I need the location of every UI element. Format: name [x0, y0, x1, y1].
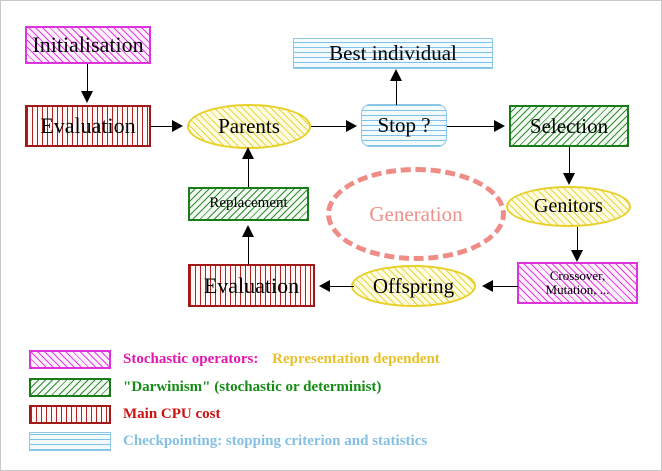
- node-evaluation-bottom: Evaluation: [188, 264, 315, 307]
- node-evaluation-bottom-label: Evaluation: [203, 272, 300, 298]
- legend-row-3: [29, 432, 111, 451]
- legend-label-cpu-cost: Main CPU cost: [123, 406, 221, 422]
- edge-replacement-to-parents: [248, 157, 249, 187]
- arrowhead-crossover-to-offspring: [482, 280, 493, 292]
- node-generation: Generation: [326, 167, 506, 261]
- edge-evaluation-to-parents: [151, 126, 175, 127]
- legend-label-representation: Representation dependent: [272, 351, 440, 367]
- node-generation-label: Generation: [369, 201, 463, 226]
- node-best-individual: Best individual: [293, 38, 493, 69]
- node-crossover-mutation: Crossover, Mutation, ...: [517, 262, 638, 304]
- legend-label-darwinism: "Darwinism" (stochastic or determinist): [123, 379, 382, 395]
- arrowhead-stop-to-selection: [494, 120, 505, 132]
- node-genitors-label: Genitors: [534, 195, 603, 217]
- node-replacement: Replacement: [188, 187, 309, 221]
- arrowhead-parents-to-stop: [346, 120, 357, 132]
- edge-parents-to-stop: [311, 126, 349, 127]
- legend-swatch-checkpointing: [29, 432, 111, 451]
- legend-label-stochastic-row: Stochastic operators: Representation dep…: [123, 351, 440, 368]
- node-crossover-label-line1: Crossover,: [549, 268, 606, 284]
- node-selection: Selection: [509, 105, 629, 147]
- arrowhead-selection-to-genitors: [563, 173, 575, 185]
- node-initialisation: Initialisation: [25, 26, 151, 64]
- legend-label-stochastic: Stochastic operators:: [123, 351, 259, 367]
- node-parents-label: Parents: [218, 114, 280, 139]
- arrowhead-replacement-to-parents: [242, 147, 254, 159]
- node-evaluation-top-label: Evaluation: [40, 113, 136, 139]
- arrowhead-stop-to-best-individual: [390, 69, 402, 81]
- legend-row-2: [29, 405, 111, 424]
- node-offspring-label: Offspring: [372, 273, 455, 298]
- arrowhead-offspring-to-evaluation: [319, 280, 330, 292]
- node-stop-label: Stop ?: [377, 113, 431, 138]
- node-crossover-label-line2: Mutation, ...: [545, 282, 610, 297]
- arrowhead-initialisation-to-evaluation: [81, 91, 93, 103]
- node-initialisation-label: Initialisation: [32, 32, 144, 58]
- legend-row-1: [29, 378, 111, 397]
- node-parents: Parents: [187, 104, 311, 149]
- legend-swatch-darwinism: [29, 378, 111, 397]
- edge-stop-to-best-individual: [396, 71, 397, 105]
- legend-label-checkpointing: Checkpointing: stopping criterion and st…: [123, 433, 428, 449]
- node-stop: Stop ?: [361, 104, 447, 147]
- edge-evaluation-to-replacement: [248, 231, 249, 264]
- node-genitors: Genitors: [506, 186, 631, 227]
- node-selection-label: Selection: [529, 113, 609, 138]
- arrowhead-genitors-to-crossover: [571, 250, 583, 262]
- arrowhead-evaluation-to-replacement: [242, 225, 254, 237]
- legend-swatch-cpu-cost: [29, 405, 111, 424]
- arrowhead-evaluation-to-parents: [172, 120, 183, 132]
- edge-offspring-to-evaluation: [326, 286, 354, 287]
- edge-selection-to-genitors: [569, 147, 570, 174]
- edge-initialisation-to-evaluation: [87, 64, 88, 93]
- edge-crossover-to-offspring: [486, 286, 518, 287]
- legend-swatch-stochastic: [29, 350, 111, 369]
- node-offspring: Offspring: [351, 265, 476, 307]
- node-replacement-label: Replacement: [209, 195, 288, 212]
- edge-genitors-to-crossover: [577, 227, 578, 252]
- edge-stop-to-selection: [447, 126, 495, 127]
- node-best-individual-label: Best individual: [329, 41, 457, 66]
- node-evaluation-top: Evaluation: [25, 105, 151, 147]
- legend-row-0: [29, 350, 111, 369]
